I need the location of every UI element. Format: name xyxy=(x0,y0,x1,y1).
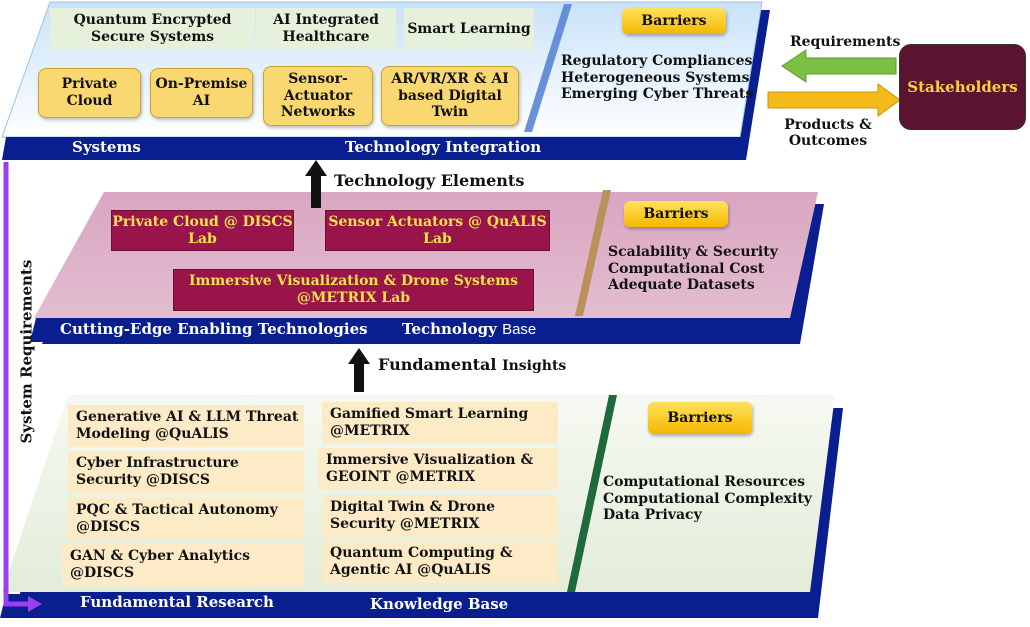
middle-barrier-3: Adequate Datasets xyxy=(608,277,755,294)
bottom-layer-band xyxy=(0,594,812,618)
app-ai-healthcare: AI Integrated Healthcare xyxy=(256,8,396,50)
fundamental-label: Fundamental xyxy=(378,355,497,374)
system-sensor-actuator: Sensor-Actuator Networks xyxy=(263,66,373,126)
top-barriers-badge: Barriers xyxy=(622,8,726,34)
products-outcomes-label: Products & Outcomes xyxy=(784,117,872,150)
middle-barrier-1: Scalability & Security xyxy=(608,244,778,260)
technology-elements-arrow xyxy=(305,160,327,208)
insights-label: Insights xyxy=(502,358,567,374)
research-cyber-infrastructure: Cyber Infrastructure Security @DISCS xyxy=(68,451,304,493)
bottom-barrier-1: Computational Resources xyxy=(603,474,805,490)
top-band-left-label: Systems xyxy=(72,138,141,156)
fundamental-insights-arrow xyxy=(348,348,370,392)
middle-layer-band xyxy=(30,318,792,342)
top-barrier-2: Heterogeneous Systems xyxy=(561,69,750,86)
system-private-cloud: Private Cloud xyxy=(38,68,141,118)
system-ar-vr-xr: AR/VR/XR & AI based Digital Twin xyxy=(381,66,519,126)
middle-barrier-2: Computational Cost xyxy=(608,260,765,277)
requirements-arrow xyxy=(781,49,897,83)
stakeholders-box: Stakeholders xyxy=(899,44,1026,130)
middle-band-right-label: Technology Base xyxy=(402,320,536,338)
technology-elements-label: Technology Elements xyxy=(334,171,525,190)
system-on-premise-ai: On-Premise AI xyxy=(150,68,253,118)
top-barrier-1: Regulatory Compliances xyxy=(561,53,753,69)
fundamental-insights-label: Fundamental Insights xyxy=(378,355,567,374)
app-smart-learning: Smart Learning xyxy=(404,8,534,50)
bottom-band-right-label: Knowledge Base xyxy=(370,595,509,613)
products-arrow xyxy=(767,83,901,117)
middle-barriers-badge: Barriers xyxy=(624,201,728,227)
top-barriers-list: Regulatory Compliances Heterogeneous Sys… xyxy=(561,53,761,103)
base-word: Base xyxy=(502,321,537,338)
bottom-divider xyxy=(567,395,617,592)
middle-barriers-list: Scalability & Security Computational Cos… xyxy=(608,244,798,294)
top-divider xyxy=(524,4,572,132)
lab-sensor-actuators: Sensor Actuators @ QuALIS Lab xyxy=(325,210,550,251)
research-genai-llm: Generative AI & LLM Threat Modeling @QuA… xyxy=(68,405,304,447)
bottom-barriers-badge: Barriers xyxy=(648,402,752,434)
top-layer-band xyxy=(2,137,744,160)
lab-private-cloud: Private Cloud @ DISCS Lab xyxy=(111,210,294,251)
system-requirements-label: System Requirements xyxy=(17,259,36,444)
bottom-barrier-2: Computational Complexity xyxy=(603,490,812,507)
bottom-barrier-3: Data Privacy xyxy=(603,507,702,524)
lab-immersive-visualization: Immersive Visualization & Drone Systems … xyxy=(173,269,534,311)
research-digital-twin: Digital Twin & Drone Security @METRIX xyxy=(322,495,558,537)
research-immersive-geoint: Immersive Visualization & GEOINT @METRIX xyxy=(318,448,558,490)
system-requirements-arrowhead xyxy=(28,596,42,612)
research-pqc-tactical: PQC & Tactical Autonomy @DISCS xyxy=(68,498,304,540)
research-gan-cyber: GAN & Cyber Analytics @DISCS xyxy=(62,544,304,586)
system-requirements-arrow-line xyxy=(3,162,30,607)
middle-divider xyxy=(575,190,611,316)
top-barrier-3: Emerging Cyber Threats xyxy=(561,86,754,103)
middle-band-left-label: Cutting-Edge Enabling Technologies xyxy=(60,320,368,338)
research-gamified-learning: Gamified Smart Learning @METRIX xyxy=(322,402,558,444)
bottom-band-left-label: Fundamental Research xyxy=(80,593,274,611)
bottom-barriers-list: Computational Resources Computational Co… xyxy=(603,474,818,524)
technology-word: Technology xyxy=(402,320,497,338)
top-band-right-label: Technology Integration xyxy=(345,138,542,156)
app-quantum-encrypted: Quantum Encrypted Secure Systems xyxy=(50,8,255,50)
research-quantum-agentic: Quantum Computing & Agentic AI @QuALIS xyxy=(322,541,558,583)
requirements-label: Requirements xyxy=(790,34,901,50)
